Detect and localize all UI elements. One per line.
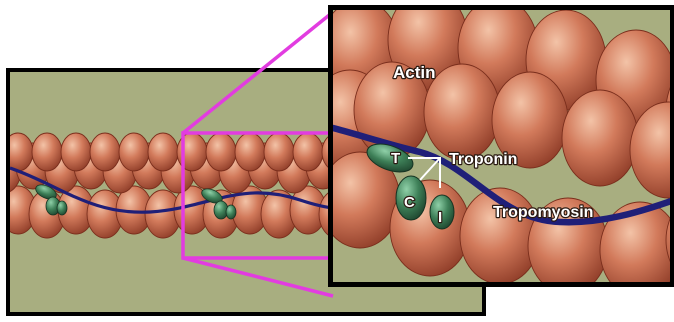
tropomyosin-label: Tropomyosin [493,204,593,221]
troponin-label: Troponin [449,151,517,168]
actin-bead [32,133,62,171]
zoom-panel: Actin Troponin Tropomyosin T C I [310,0,674,298]
troponin-c-label: C [404,194,415,211]
actin-bead [264,133,294,171]
actin-bead [148,133,178,171]
troponin-i-label: I [438,209,442,226]
actin-bead [562,90,638,186]
actin-bead [61,133,91,171]
actin-bead [119,133,149,171]
actin-bead [206,133,236,171]
troponin-t-label: T [391,150,400,167]
actin-label: Actin [393,63,436,82]
actin-bead [293,133,323,171]
actin-bead [90,133,120,171]
actin-bead [235,133,265,171]
